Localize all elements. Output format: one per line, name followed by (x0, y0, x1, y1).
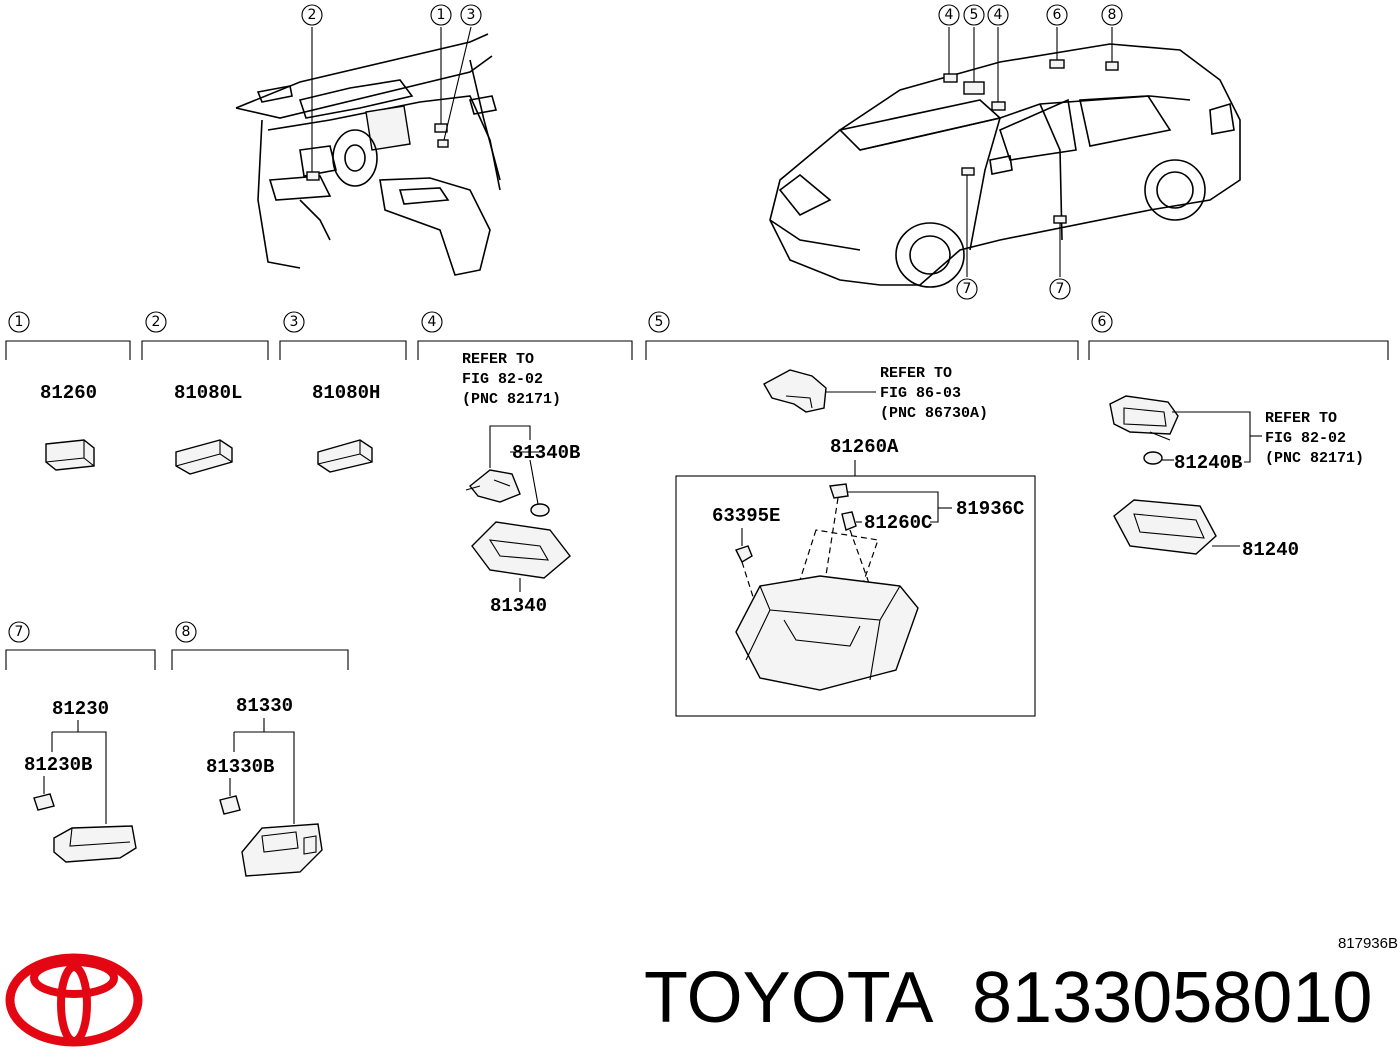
callout-3-dashboard: 3 (467, 7, 476, 23)
part-label-81230: 81230 (52, 698, 109, 720)
section-5-number: 5 (655, 314, 664, 330)
section-4-parts: REFER TO FIG 82-02 (PNC 82171) 81340B 81… (462, 351, 580, 617)
part-label-81240B: 81240B (1174, 452, 1242, 474)
section-4-number: 4 (428, 314, 437, 330)
diagram-code: 817936B (1338, 935, 1398, 952)
part-label-81340B: 81340B (512, 442, 580, 464)
brand-name: TOYOTA (644, 958, 933, 1038)
section-5-ref-line-1: REFER TO (880, 365, 952, 382)
part-label-81936C: 81936C (956, 498, 1024, 520)
section-7-parts: 81230 81230B (24, 698, 137, 863)
callout-8-car: 8 (1108, 7, 1117, 23)
callout-6-car: 6 (1053, 7, 1062, 23)
part-label-81240: 81240 (1242, 539, 1299, 561)
brand-part-number: 8133058010 (972, 958, 1372, 1038)
section-8-number: 8 (182, 624, 191, 640)
section-5-parts: REFER TO FIG 86-03 (PNC 86730A) 81260A 6… (675, 365, 1036, 717)
dashboard-callouts: 2 1 3 (301, 4, 482, 172)
section-4-ref-line-2: FIG 82-02 (462, 371, 543, 388)
section-5-ref-line-3: (PNC 86730A) (880, 405, 988, 422)
part-label-63395E: 63395E (712, 505, 780, 527)
section-6-ref-line-2: FIG 82-02 (1265, 430, 1346, 447)
callout-7-car-front: 7 (963, 281, 972, 297)
part-label-81330: 81330 (236, 695, 293, 717)
toyota-logo (5, 953, 143, 1047)
section-7-number: 7 (15, 624, 24, 640)
part-label-81260: 81260 (40, 382, 97, 404)
section-4-ref-line-3: (PNC 82171) (462, 391, 561, 408)
section-3-number: 3 (290, 314, 299, 330)
part-label-81230B: 81230B (24, 754, 92, 776)
section-2-part: 81080L (174, 382, 242, 475)
callout-5-car: 5 (970, 7, 979, 23)
callout-7-car-rear: 7 (1056, 281, 1065, 297)
section-5-ref-line-2: FIG 86-03 (880, 385, 961, 402)
part-label-81330B: 81330B (206, 756, 274, 778)
part-label-81260C: 81260C (864, 512, 932, 534)
section-6-ref-line-1: REFER TO (1265, 410, 1337, 427)
callout-4-car-right: 4 (994, 7, 1003, 23)
section-6-number: 6 (1098, 314, 1107, 330)
part-label-81080H: 81080H (312, 382, 380, 404)
callout-1-dashboard: 1 (437, 7, 446, 23)
part-label-81080L: 81080L (174, 382, 242, 404)
part-label-81340: 81340 (490, 595, 547, 617)
part-label-81260A: 81260A (830, 436, 899, 458)
car-illustration (769, 43, 1241, 288)
section-4-ref-line-1: REFER TO (462, 351, 534, 368)
callout-4-car-left: 4 (945, 7, 954, 23)
callout-2-dashboard: 2 (308, 7, 317, 23)
dashboard-illustration (235, 33, 501, 276)
car-callouts: 4 5 4 6 8 7 7 (938, 4, 1123, 300)
section-6-ref-line-3: (PNC 82171) (1265, 450, 1364, 467)
section-headers: 1 2 3 4 5 6 7 8 (5, 311, 1389, 670)
section-6-parts: REFER TO FIG 82-02 (PNC 82171) 81240B 81… (1109, 395, 1364, 561)
section-8-parts: 81330 81330B (206, 695, 323, 877)
section-1-part: 81260 (40, 382, 97, 471)
section-1-number: 1 (15, 314, 24, 330)
section-2-number: 2 (152, 314, 161, 330)
section-3-part: 81080H (312, 382, 380, 473)
